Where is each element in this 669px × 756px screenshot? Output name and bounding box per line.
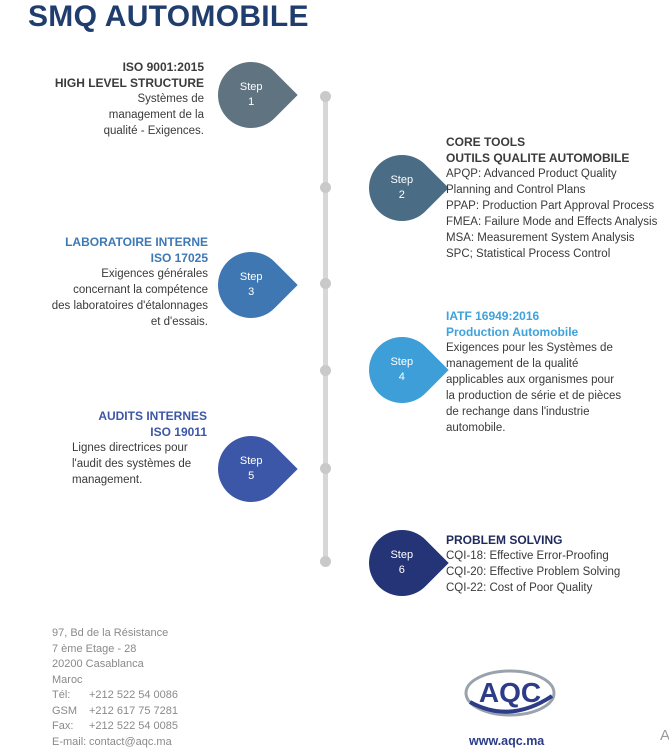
step-desc-line: CQI-18: Effective Error-Proofing (446, 550, 609, 562)
step-3-text: LABORATOIRE INTERNE ISO 17025 Exigences … (0, 234, 208, 330)
timeline-dot (320, 278, 331, 289)
step-number: 1 (247, 95, 255, 108)
step-heading: AUDITS INTERNES (98, 409, 207, 423)
step-desc-line: et d'essais. (150, 316, 208, 328)
edge-glyph: A (660, 727, 669, 744)
step-desc-line: automobile. (446, 422, 506, 434)
step-desc-line: management de la (108, 109, 204, 121)
fax-value: +212 522 54 0085 (89, 720, 179, 732)
step-desc-line: concernant la compétence (73, 284, 208, 296)
timeline-dot (320, 91, 331, 102)
step-desc-line: de rechange dans l'industrie (446, 406, 590, 418)
phone-value[interactable]: +212 522 54 0086 (89, 689, 179, 701)
step-heading: LABORATOIRE INTERNE (65, 235, 208, 249)
timeline-dot (320, 365, 331, 376)
step-number: 2 (398, 189, 406, 202)
timeline-line (323, 95, 328, 565)
step-desc-line: SPC; Statistical Process Control (446, 248, 611, 260)
step-1-marker: Step 1 (204, 48, 298, 142)
step-desc-line: FMEA: Failure Mode and Effects Analysis (446, 216, 658, 228)
timeline-dot (320, 463, 331, 474)
contact-row: Fax: +212 522 54 0085 (52, 719, 178, 735)
logo-swoosh-accent (469, 694, 554, 714)
step-4-text: IATF 16949:2016 Production Automobile Ex… (446, 308, 666, 436)
website-link[interactable]: www.aqc.ma (469, 734, 545, 748)
step-number: 4 (398, 371, 406, 384)
timeline-dot (320, 182, 331, 193)
step-desc-line: management de la qualité (446, 358, 579, 370)
step-heading: PROBLEM SOLVING (446, 533, 563, 547)
step-label: Step (239, 80, 263, 93)
step-label: Step (239, 454, 263, 467)
step-desc-line: Exigences générales (101, 268, 208, 280)
step-6-text: PROBLEM SOLVING CQI-18: Effective Error-… (446, 532, 666, 596)
step-desc-line: des laboratoires d'étalonnages (51, 300, 208, 312)
address-line: 7 ème Etage - 28 (52, 642, 137, 655)
step-label: Step (239, 270, 263, 283)
address-line: Maroc (52, 673, 83, 686)
gsm-value[interactable]: +212 617 75 7281 (89, 704, 179, 717)
step-desc-line: la production de série et de pièces (446, 390, 622, 402)
contact-label: E-mail: (52, 735, 87, 748)
step-desc-line: MSA: Measurement System Analysis (446, 232, 635, 244)
step-desc-line: l'audit des systèmes de (72, 458, 192, 470)
step-desc-line: CQI-20: Effective Problem Solving (446, 566, 621, 578)
step-label: Step (390, 549, 414, 562)
step-subheading: ISO 19011 (150, 425, 207, 439)
step-label: Step (390, 356, 414, 369)
step-number: 6 (398, 564, 406, 577)
step-desc-line: applicables aux organismes pour (446, 374, 615, 386)
step-subheading: Production Automobile (446, 325, 579, 339)
page-title: SMQ AUTOMOBILE (28, 0, 309, 33)
step-desc-line: Systèmes de (137, 93, 204, 105)
step-desc-line: Planning and Control Plans (446, 184, 586, 196)
step-1-text: ISO 9001:2015 HIGH LEVEL STRUCTURE Systè… (4, 59, 204, 139)
address-line: 97, Bd de la Résistance (52, 627, 169, 639)
step-2-marker: Step 2 (355, 141, 449, 235)
step-desc-line: qualité - Exigences. (103, 125, 204, 137)
aqc-logo: AQC (464, 669, 556, 717)
contact-label: Tél: (52, 689, 71, 701)
address-line: 20200 Casablanca (52, 658, 144, 670)
timeline-dot (320, 556, 331, 567)
logo-text: AQC (479, 677, 541, 708)
contact-row: Tél: +212 522 54 0086 (52, 688, 178, 704)
step-label: Step (390, 174, 414, 187)
step-6-marker: Step 6 (355, 516, 449, 610)
email-link[interactable]: contact@aqc.ma (89, 735, 172, 748)
step-heading: IATF 16949:2016 (446, 309, 540, 323)
step-number: 5 (247, 469, 255, 482)
step-3-marker: Step 3 (204, 238, 298, 332)
contact-label: Fax: (52, 720, 74, 732)
step-subheading: HIGH LEVEL STRUCTURE (54, 76, 204, 90)
contact-footer: 97, Bd de la Résistance 7 ème Etage - 28… (52, 626, 178, 750)
step-desc-line: PPAP: Production Part Approval Process (446, 200, 655, 212)
step-subheading: ISO 17025 (150, 251, 208, 265)
step-5-text: AUDITS INTERNES ISO 19011 Lignes directr… (72, 408, 212, 488)
contact-row: E-mail: contact@aqc.ma (52, 735, 178, 751)
step-desc-line: Lignes directrices pour (72, 442, 188, 454)
step-subheading: OUTILS QUALITE AUTOMOBILE (446, 151, 630, 165)
logo-swoosh (464, 669, 556, 717)
step-4-marker: Step 4 (355, 323, 449, 417)
step-heading: ISO 9001:2015 (122, 60, 204, 74)
step-heading: CORE TOOLS (446, 135, 526, 149)
contact-label: GSM (52, 704, 78, 717)
step-desc-line: management. (72, 474, 143, 486)
step-desc-line: APQP: Advanced Product Quality (446, 168, 617, 180)
step-desc-line: Exigences pour les Systèmes de (446, 342, 613, 354)
contact-row: GSM +212 617 75 7281 (52, 704, 178, 720)
step-desc-line: CQI-22: Cost of Poor Quality (446, 582, 593, 594)
step-2-text: CORE TOOLS OUTILS QUALITE AUTOMOBILE APQ… (446, 134, 669, 262)
step-5-marker: Step 5 (204, 422, 298, 516)
step-number: 3 (247, 285, 255, 298)
